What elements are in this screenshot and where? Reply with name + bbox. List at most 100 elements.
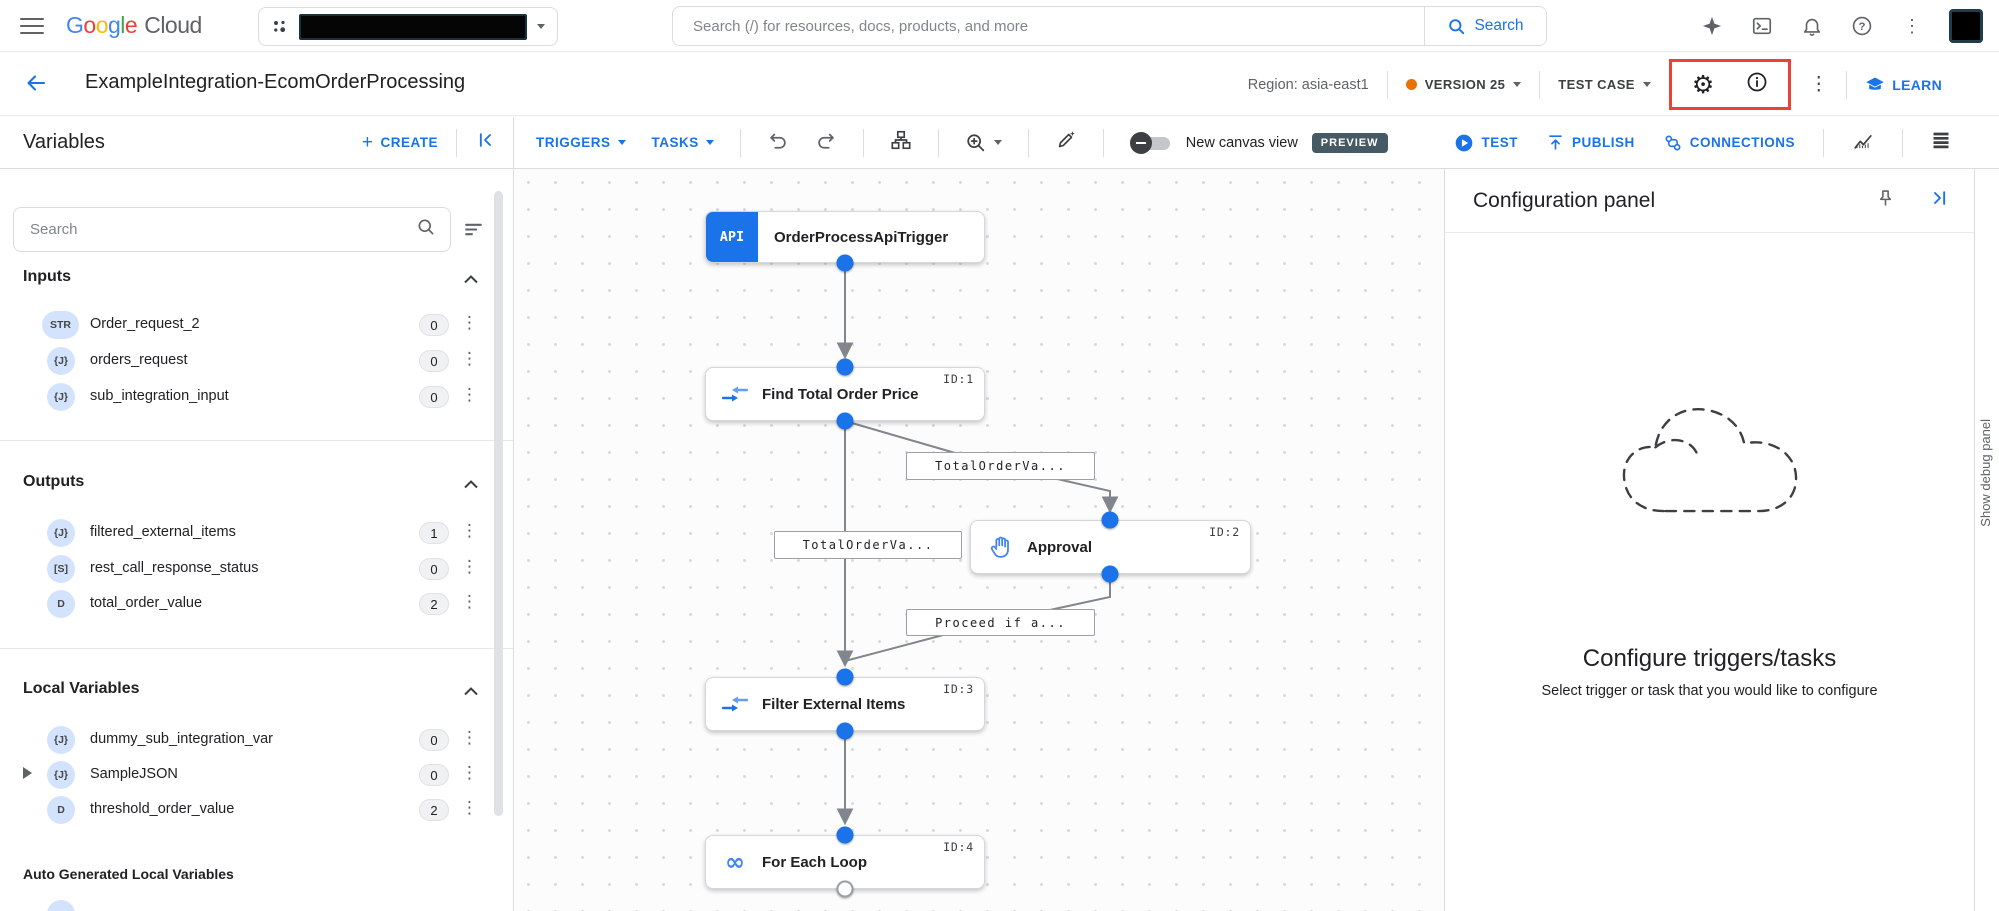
sort-variables-icon[interactable] [463, 219, 484, 245]
row-menu-icon[interactable]: ⋮ [461, 385, 478, 405]
edge-label[interactable]: TotalOrderVa... [774, 531, 962, 559]
learn-button[interactable]: LEARN [1865, 75, 1942, 95]
global-search-input[interactable] [673, 17, 1424, 35]
triggers-dropdown[interactable]: TRIGGERS [536, 135, 626, 150]
svg-text:?: ? [1859, 21, 1866, 33]
variable-row[interactable]: {J} dummy_sub_integration_var 0 ⋮ [0, 722, 494, 758]
new-canvas-view-label: New canvas view [1185, 134, 1298, 151]
undo-icon[interactable] [767, 129, 789, 156]
empty-state-cloud-illustration [1610, 389, 1810, 542]
node-id-label: ID:3 [943, 682, 974, 696]
variable-row[interactable]: {J} orders_request 0 ⋮ [0, 343, 494, 379]
variable-row[interactable]: [S] rest_call_response_status 0 ⋮ [0, 551, 494, 587]
collapse-panel-left-icon[interactable] [475, 130, 495, 155]
pin-icon[interactable] [1875, 188, 1896, 214]
variable-type-badge: D [47, 796, 75, 824]
magic-edit-icon[interactable] [1055, 129, 1077, 156]
divider [1902, 128, 1903, 157]
toolbar-actions: TEST PUBLISH CONNECTIONS [1454, 117, 1951, 168]
collapse-panel-right-icon[interactable] [1930, 188, 1950, 213]
execution-logs-icon[interactable] [1931, 130, 1951, 155]
variables-sidebar: Inputs STR Order_request_2 0 ⋮ {J} order… [0, 169, 514, 911]
variable-row[interactable]: D threshold_order_value 2 ⋮ [0, 792, 494, 828]
version-dropdown[interactable]: VERSION 25 [1405, 77, 1522, 92]
redo-icon[interactable] [815, 129, 837, 156]
row-menu-icon[interactable]: ⋮ [461, 592, 478, 612]
configuration-panel-header: Configuration panel [1445, 169, 1974, 233]
show-debug-panel-button[interactable]: Show debug panel [1978, 419, 1993, 527]
sidebar-scrollbar[interactable] [494, 191, 503, 816]
connector-dot[interactable] [836, 668, 854, 686]
connector-dot[interactable] [836, 412, 854, 430]
zoom-dropdown[interactable] [965, 132, 1002, 154]
divider [0, 440, 513, 441]
divider [1846, 70, 1848, 99]
logo-letter: G [66, 12, 84, 38]
help-icon[interactable]: ? [1849, 13, 1875, 39]
metrics-chart-icon[interactable] [1852, 129, 1874, 156]
variable-row[interactable]: STR Order_request_2 0 ⋮ [0, 307, 494, 343]
tasks-dropdown[interactable]: TASKS [652, 135, 714, 150]
variable-type-badge: {J} [47, 383, 75, 411]
row-menu-icon[interactable]: ⋮ [461, 728, 478, 748]
logo-letter: g [107, 12, 121, 38]
divider [937, 128, 939, 157]
cloud-shell-icon[interactable] [1749, 13, 1775, 39]
edge-label[interactable]: Proceed if a... [906, 609, 1095, 636]
logo-letter: o [83, 12, 96, 38]
connections-button[interactable]: CONNECTIONS [1663, 133, 1795, 153]
expand-arrow-icon[interactable] [23, 767, 32, 779]
highlight-red-box: ⚙ [1668, 59, 1792, 110]
logo-letter: e [124, 12, 138, 38]
connector-dot[interactable] [836, 826, 854, 844]
chevron-up-icon[interactable] [464, 476, 478, 494]
project-selector[interactable] [258, 7, 558, 46]
node-filter-external-items[interactable]: Filter External Items ID:3 [705, 677, 985, 731]
gemini-sparkle-icon[interactable] [1699, 13, 1725, 39]
row-menu-icon[interactable]: ⋮ [461, 557, 478, 577]
connector-dot-open[interactable] [836, 880, 854, 898]
more-options-icon[interactable]: ⋮ [1903, 16, 1921, 36]
info-icon[interactable] [1746, 71, 1768, 98]
new-canvas-view-toggle[interactable] [1129, 131, 1174, 155]
variable-row[interactable]: D total_order_value 2 ⋮ [0, 586, 494, 622]
connector-dot[interactable] [1101, 565, 1119, 583]
create-variable-button[interactable]: + CREATE [362, 133, 438, 152]
node-approval[interactable]: Approval ID:2 [970, 520, 1251, 574]
row-menu-icon[interactable]: ⋮ [461, 349, 478, 369]
play-circle-icon [1456, 134, 1473, 151]
global-search-button[interactable]: Search [1424, 7, 1546, 45]
node-for-each-loop[interactable]: ∞ For Each Loop ID:4 [705, 835, 985, 889]
notifications-bell-icon[interactable] [1799, 13, 1825, 39]
back-arrow-icon[interactable] [24, 71, 48, 100]
edge-label[interactable]: TotalOrderVa... [906, 452, 1095, 480]
variables-search-input[interactable] [14, 221, 416, 238]
row-menu-icon[interactable]: ⋮ [461, 521, 478, 541]
version-status-dot [1405, 79, 1417, 90]
row-menu-icon[interactable]: ⋮ [461, 798, 478, 818]
test-case-dropdown[interactable]: TEST CASE [1558, 77, 1651, 92]
test-button[interactable]: TEST [1454, 133, 1518, 153]
chevron-up-icon[interactable] [464, 683, 478, 701]
google-cloud-logo[interactable]: Google Cloud [66, 12, 202, 39]
integration-canvas[interactable]: API OrderProcessApiTrigger Find Total Or… [515, 169, 1444, 911]
publish-button[interactable]: PUBLISH [1546, 133, 1635, 152]
row-menu-icon[interactable]: ⋮ [461, 313, 478, 333]
auto-layout-icon[interactable] [890, 129, 912, 156]
divider [739, 128, 741, 157]
connector-dot[interactable] [836, 358, 854, 376]
menu-icon[interactable] [20, 14, 44, 38]
settings-gear-icon[interactable]: ⚙ [1691, 70, 1715, 99]
variable-row[interactable]: {J} filtered_external_items 1 ⋮ [0, 515, 494, 551]
avatar[interactable] [1949, 9, 1983, 43]
variable-row[interactable]: {J} SampleJSON 0 ⋮ [0, 757, 494, 793]
connector-dot[interactable] [836, 722, 854, 740]
connector-dot[interactable] [1101, 511, 1119, 529]
header-more-options-icon[interactable]: ⋮ [1809, 74, 1829, 95]
connector-dot[interactable] [836, 254, 854, 272]
row-menu-icon[interactable]: ⋮ [461, 763, 478, 783]
usage-count-badge: 0 [419, 729, 449, 751]
chevron-up-icon[interactable] [464, 271, 478, 289]
variable-row[interactable]: {J} sub_integration_input 0 ⋮ [0, 379, 494, 415]
node-find-total-order-price[interactable]: Find Total Order Price ID:1 [705, 367, 985, 421]
